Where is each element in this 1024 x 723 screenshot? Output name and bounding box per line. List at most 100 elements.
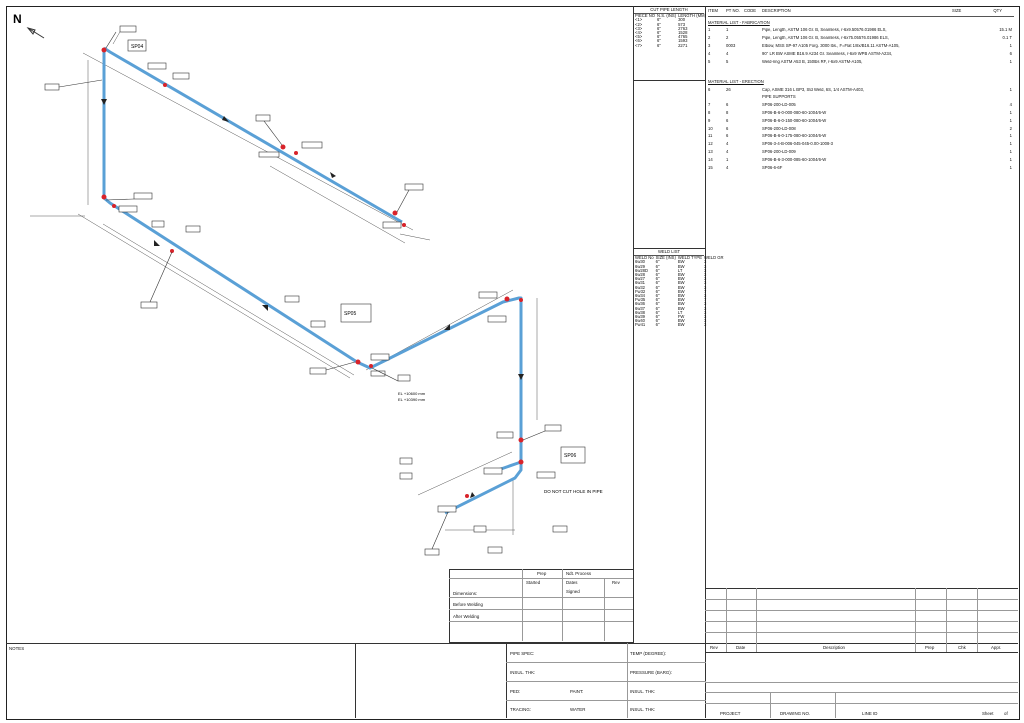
revision-line-6 xyxy=(705,643,1018,644)
north-arrow: N xyxy=(13,12,45,39)
material-item: 14 xyxy=(708,157,713,162)
cell: BW xyxy=(677,297,685,303)
cell: Fw35 xyxy=(635,297,646,303)
material-item xyxy=(708,95,726,99)
material-code xyxy=(744,52,762,56)
cell: 6w39 xyxy=(635,314,646,320)
cut-pipe-col-length: LENGTH (MM) xyxy=(678,13,707,19)
cell: Fw32 xyxy=(635,288,646,294)
material-item: 15 xyxy=(708,165,713,170)
material-pt: 1 xyxy=(726,157,729,162)
material-qty: 1 xyxy=(1009,149,1012,154)
ws-signed: Signed xyxy=(566,589,580,594)
material-desc: SP06-200-LD-009 xyxy=(762,149,796,154)
title-right-col-1 xyxy=(770,692,771,718)
support-label-1: SP04 xyxy=(131,44,143,50)
ped-label: PED: xyxy=(510,689,521,694)
cell: BW xyxy=(677,276,685,282)
cell: 7 xyxy=(704,288,707,294)
title-right-line-3 xyxy=(705,703,1018,704)
material-pt: 6 xyxy=(726,118,729,123)
material-item: 1 xyxy=(708,28,711,33)
material-pt: 6 xyxy=(726,134,729,139)
cell: 3 xyxy=(704,322,707,328)
cell: 6" xyxy=(655,309,660,315)
cell: 3 xyxy=(704,267,707,273)
material-qty: 1 xyxy=(1009,118,1012,123)
cell: 3 xyxy=(704,301,707,307)
cell: BW xyxy=(677,322,685,328)
cell: <5> xyxy=(635,34,643,40)
cell: 6w28D xyxy=(635,267,649,273)
material-code xyxy=(744,103,762,107)
cell: 6" xyxy=(655,322,660,328)
cell: 6" xyxy=(655,272,660,278)
table-row: <1>6"300 xyxy=(634,18,707,22)
material-qty: 6 xyxy=(1009,51,1012,56)
note-elevation-2: EL +10390 mm xyxy=(398,397,426,402)
material-pt: 8 xyxy=(726,110,729,115)
material-desc: SP06-B-6-3-000-085-60-1004/6-W xyxy=(762,157,827,162)
cell: 7 xyxy=(704,297,707,303)
material-pt: 4 xyxy=(726,142,729,147)
material-pt: 1 xyxy=(726,28,729,33)
material-item: 2 xyxy=(708,36,711,41)
cell: 3 xyxy=(704,305,707,311)
rev-desc-label: Description xyxy=(823,645,845,650)
rev-chk-label: Chk xyxy=(958,645,966,650)
cell: BW xyxy=(677,288,685,294)
material-desc: PIPE SUPPORTS xyxy=(762,95,796,100)
material-desc: SP06-200-LD-008 xyxy=(762,126,796,131)
pipe-route xyxy=(102,48,523,515)
revision-col-1 xyxy=(726,588,727,652)
north-label: N xyxy=(13,12,22,26)
ws-before: Before Welding xyxy=(453,602,483,607)
title-divider xyxy=(506,643,507,718)
cell: 3 xyxy=(704,280,707,286)
cell: 6" xyxy=(655,305,660,311)
material-pt: 4 xyxy=(726,165,729,170)
ws-col-1 xyxy=(522,569,523,641)
ws-line-1 xyxy=(449,578,633,579)
material-item: 9 xyxy=(708,118,711,123)
cell: 6" xyxy=(657,17,661,23)
title-block-top xyxy=(6,643,706,644)
material-desc: Pipe, Length, ASTM 106 Gr. B, Seamless, … xyxy=(762,36,889,41)
cell: <6> xyxy=(635,38,643,44)
cell: 6" xyxy=(655,263,660,269)
material-item: 10 xyxy=(708,126,713,131)
title-line-3 xyxy=(506,700,706,701)
material-list: ITEM PT NO. CODE DESCRIPTION SIZE QTY MA… xyxy=(708,8,1014,170)
cell: 6w31 xyxy=(635,280,646,286)
cell: <2> xyxy=(635,21,643,27)
material-code xyxy=(744,150,762,154)
cell: 3 xyxy=(704,314,707,320)
cell: <1> xyxy=(635,17,643,23)
ws-after: After Welding xyxy=(453,614,480,619)
material-pt: 5 xyxy=(726,59,729,64)
material-desc: SP06-B-6-0-150-080-60-1004/6-W xyxy=(762,118,827,123)
material-qty: 4 xyxy=(1009,103,1012,108)
cell: 6w40 xyxy=(635,318,646,324)
material-qty: 1 xyxy=(1009,134,1012,139)
cell: 1593 xyxy=(678,38,688,44)
drawing-label: DRAWING NO. xyxy=(780,711,811,716)
material-item: 13 xyxy=(708,149,713,154)
rev-prep-label: Prep xyxy=(925,645,935,650)
cell: 6w32 xyxy=(635,284,646,290)
dimension-lines xyxy=(30,29,538,535)
cell: 6w30 xyxy=(635,259,646,265)
tracing-label: TRACING: xyxy=(510,707,531,712)
cell: BW xyxy=(677,272,685,278)
cell: <3> xyxy=(635,25,643,31)
cell: 3 xyxy=(704,318,707,324)
cut-pipe-bottom-line xyxy=(633,80,705,81)
flow-arrows xyxy=(101,99,524,498)
